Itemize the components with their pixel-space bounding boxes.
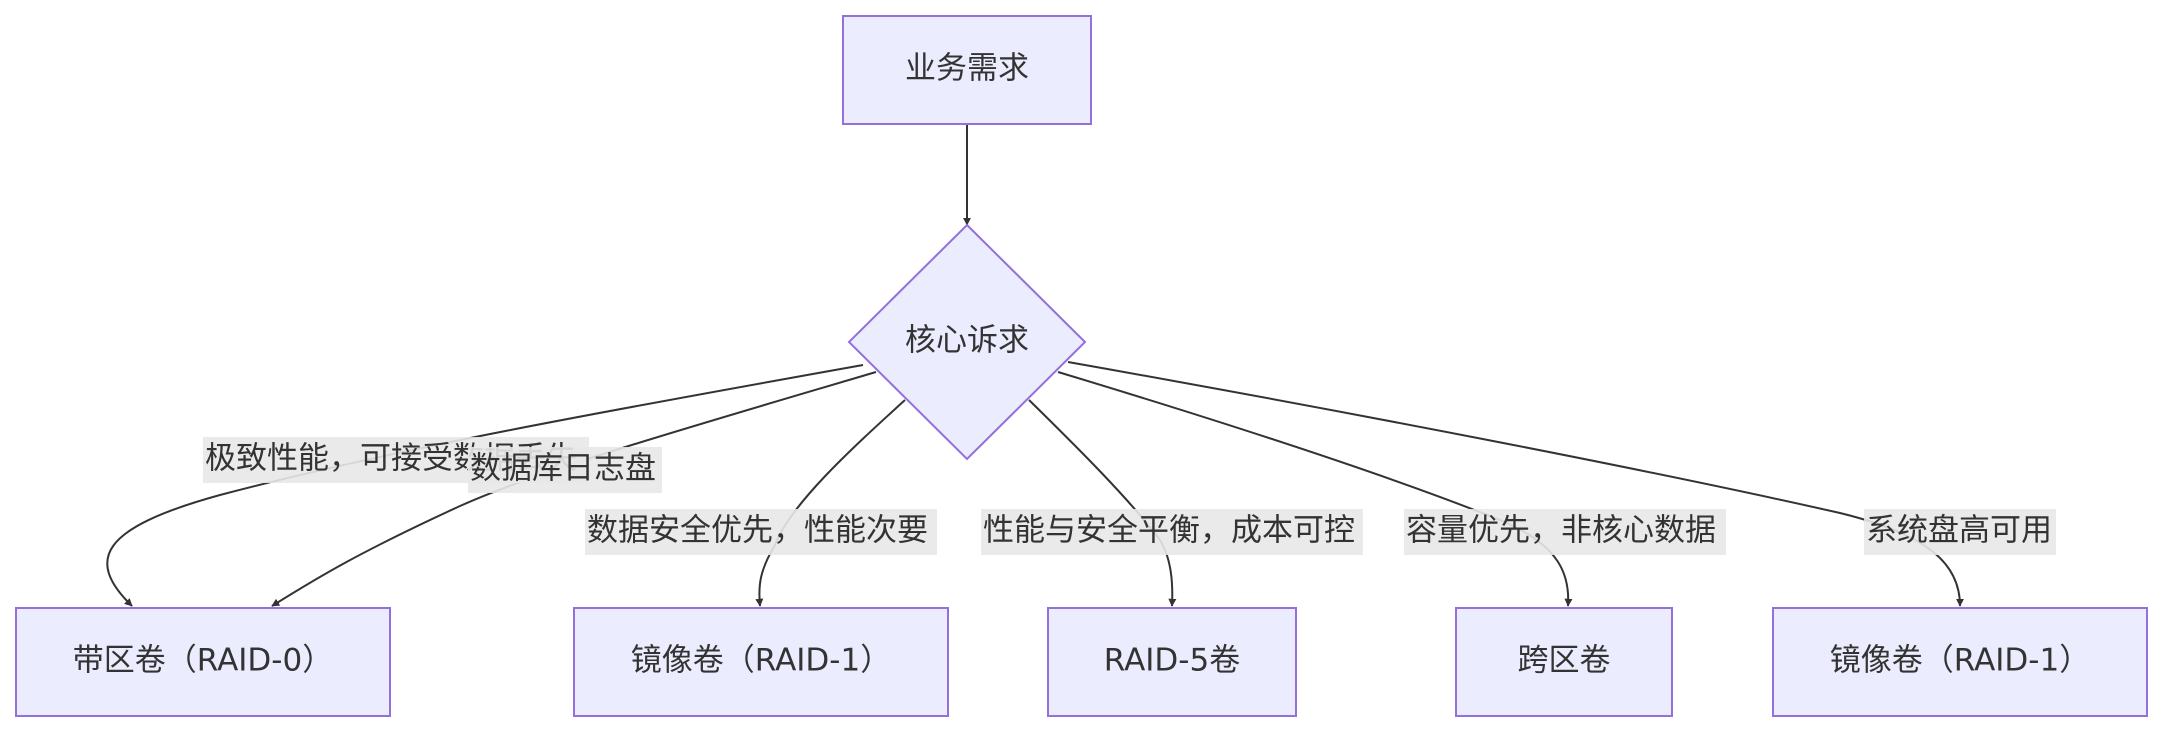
node-mirror-volume-2-label: 镜像卷（RAID-1） [1830,643,2090,679]
node-raid5-volume[interactable]: RAID-5卷 [1047,607,1297,717]
edge-core-raid5 [1028,399,1177,607]
edge-core-spanned [1057,371,1573,607]
edge-core-mirror2 [1067,361,1964,607]
edge-label-db-log-disk: 数据库日志盘 [468,447,662,493]
edge-core-mirror1 [755,399,906,607]
node-mirror-volume-2[interactable]: 镜像卷（RAID-1） [1772,607,2148,717]
svg-text:性能与安全平衡，成本可控: 性能与安全平衡，成本可控 [983,513,1355,549]
node-core-appeal-label: 核心诉求 [905,323,1029,359]
svg-text:数据安全优先，性能次要: 数据安全优先，性能次要 [587,513,928,549]
node-spanned-volume[interactable]: 跨区卷 [1455,607,1673,717]
node-striped-volume-label: 带区卷（RAID-0） [73,643,333,679]
node-mirror-volume-1-label: 镜像卷（RAID-1） [631,643,891,679]
node-core-appeal[interactable]: 核心诉求 [847,223,1087,461]
node-mirror-volume-1[interactable]: 镜像卷（RAID-1） [573,607,949,717]
edge-label-data-safety-first: 数据安全优先，性能次要 [585,509,937,555]
node-spanned-volume-label: 跨区卷 [1518,643,1611,679]
node-raid5-volume-label: RAID-5卷 [1104,643,1240,679]
edge-core-striped-dblog [271,371,877,607]
node-business-demand-label: 业务需求 [905,51,1029,87]
svg-text:系统盘高可用: 系统盘高可用 [1866,513,2052,549]
edge-label-capacity-first: 容量优先，非核心数据 [1404,509,1726,555]
edge-label-balanced: 性能与安全平衡，成本可控 [981,509,1363,555]
node-business-demand[interactable]: 业务需求 [842,15,1092,125]
svg-text:数据库日志盘: 数据库日志盘 [470,451,656,487]
edge-label-system-disk-ha: 系统盘高可用 [1864,509,2056,555]
svg-text:容量优先，非核心数据: 容量优先，非核心数据 [1406,513,1716,549]
node-striped-volume[interactable]: 带区卷（RAID-0） [15,607,391,717]
